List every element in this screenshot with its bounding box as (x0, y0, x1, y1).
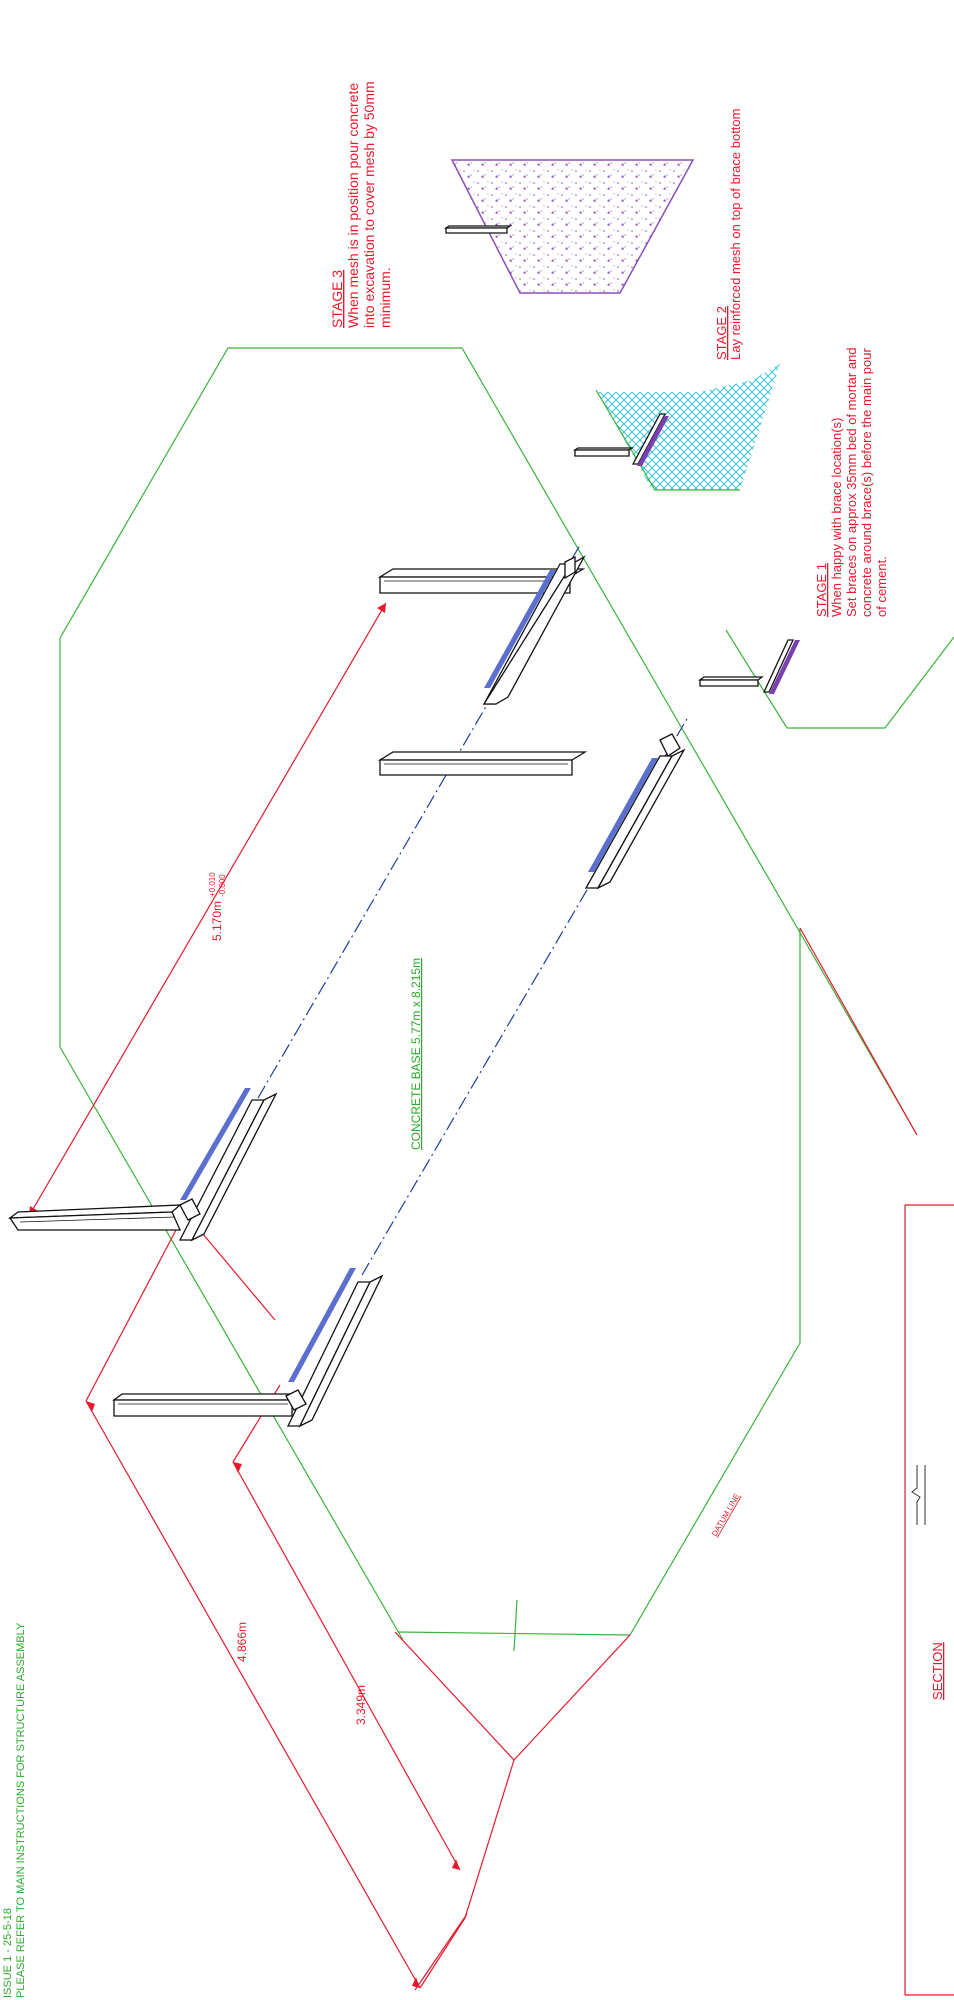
svg-text:5.170m: 5.170m (210, 901, 224, 941)
svg-text:STAGE 3: STAGE 3 (329, 270, 345, 328)
svg-text:minimum.: minimum. (377, 267, 393, 328)
brace-b (377, 733, 686, 890)
svg-text:When mesh is in position pour: When mesh is in position pour concrete (345, 83, 361, 328)
datum-outline (186, 927, 918, 1991)
svg-text:Lay reinforced mesh on top of: Lay reinforced mesh on top of brace bott… (728, 109, 743, 360)
brace-centerlines (257, 544, 689, 1276)
refer-note: PLEASE REFER TO MAIN INSTRUCTIONS FOR ST… (15, 1622, 27, 1998)
svg-text:STAGE 1: STAGE 1 (814, 563, 829, 617)
stage2-detail (572, 364, 780, 491)
svg-text:+0.010: +0.010 (208, 872, 217, 897)
stage1-detail (698, 629, 954, 729)
brace-d (112, 1274, 384, 1428)
brace-base-strips (180, 570, 658, 1382)
svg-text:When happy with brace location: When happy with brace location(s) (829, 418, 844, 617)
issue-label: ISSUE 1 - 25-5-18 (2, 1908, 14, 1998)
brace-c (7, 1092, 278, 1242)
svg-text:of cement.: of cement. (874, 556, 889, 617)
svg-text:concrete around brace(s) befor: concrete around brace(s) before the main… (859, 348, 874, 617)
svg-text:into excavation to cover mesh: into excavation to cover mesh by 50mm (361, 81, 377, 328)
excavation-outline (59, 347, 918, 1652)
section-frame (904, 1204, 954, 1996)
dimension-5170-label: 5.170m +0.010 -0.000 (208, 872, 227, 941)
brace-a (377, 555, 586, 705)
section-label: SECTION (930, 1642, 945, 1700)
dimension-3349 (232, 1384, 461, 1871)
dimension-4866-label: 4.866m (235, 1622, 249, 1662)
datum-line-label: DATUM LINE (710, 1492, 742, 1538)
dimension-3349-label: 3.349m (354, 1685, 368, 1725)
dimension-5170 (28, 602, 387, 1217)
section-break-symbol (911, 1465, 926, 1525)
stage1-text: STAGE 1 When happy with brace location(s… (814, 347, 889, 617)
svg-text:STAGE 2: STAGE 2 (714, 306, 729, 360)
stage3-detail (443, 159, 695, 294)
stage2-text: STAGE 2 Lay reinforced mesh on top of br… (714, 109, 743, 360)
stage3-text: STAGE 3 When mesh is in position pour co… (329, 81, 393, 328)
dimension-4866 (85, 1229, 466, 1989)
svg-text:-0.000: -0.000 (218, 874, 227, 897)
concrete-base-label: CONCRETE BASE 5.77m x 8.215m (409, 958, 423, 1150)
svg-text:Set braces on approx 35mm bed: Set braces on approx 35mm bed of mortar … (844, 347, 859, 617)
